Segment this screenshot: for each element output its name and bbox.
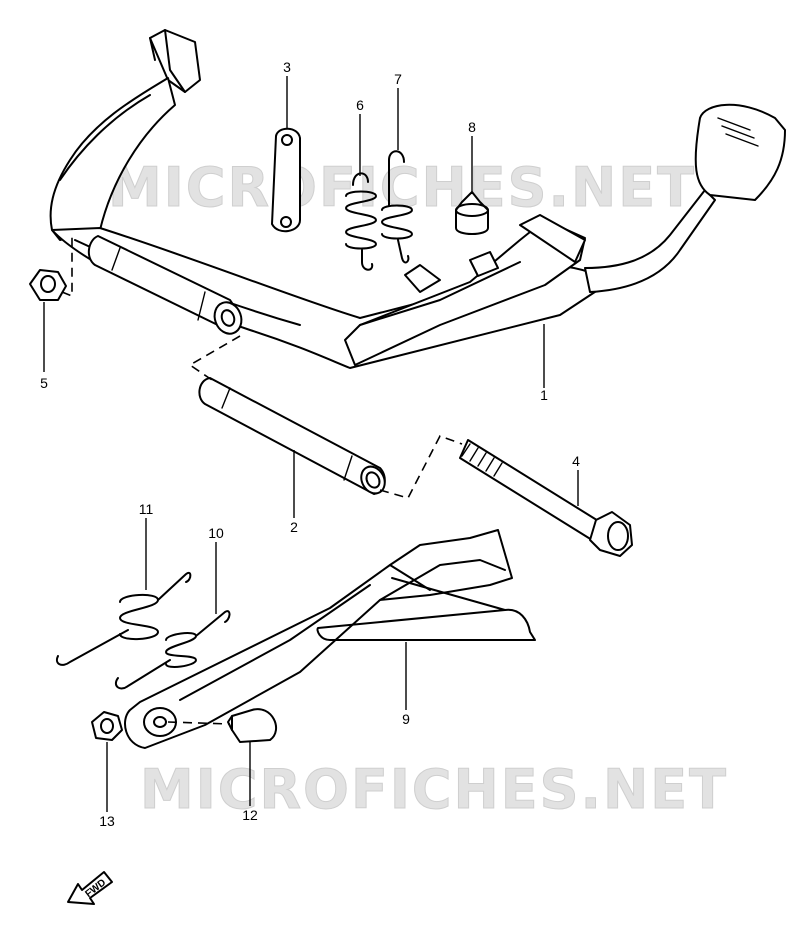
callout-10: 10 (208, 525, 224, 541)
callout-12: 12 (242, 807, 258, 823)
callout-9: 9 (402, 711, 410, 727)
callout-labels: 1 2 3 4 5 6 7 8 9 10 11 12 13 (40, 59, 580, 829)
callout-11: 11 (139, 501, 154, 517)
pivot-shaft-part-2[interactable] (198, 377, 389, 498)
bolt-part-4[interactable] (459, 439, 633, 557)
nut-part-5[interactable] (29, 269, 67, 301)
callout-1: 1 (540, 387, 548, 403)
spring-part-11[interactable] (56, 571, 192, 666)
stopper-part-8[interactable] (455, 191, 489, 235)
center-stand-part-1[interactable] (49, 29, 786, 369)
plate-part-3[interactable] (271, 127, 301, 233)
callout-6: 6 (356, 97, 364, 113)
nut-part-13[interactable] (91, 711, 123, 741)
watermark-top: MICROFICHES.NET (108, 156, 696, 219)
callout-2: 2 (290, 519, 298, 535)
fwd-indicator: FWD (67, 871, 113, 905)
callout-13: 13 (99, 813, 115, 829)
side-stand-part-9[interactable] (124, 529, 536, 749)
callout-8: 8 (468, 119, 476, 135)
callout-7: 7 (394, 71, 402, 87)
watermark-bottom: MICROFICHES.NET (140, 758, 728, 821)
callout-5: 5 (40, 375, 48, 391)
leader-lines (43, 76, 579, 812)
forward-arrow-icon (67, 871, 113, 905)
spring-part-10[interactable] (114, 610, 231, 690)
bolt-part-12[interactable] (227, 708, 277, 743)
assembly-guides (61, 236, 463, 725)
spring-part-7[interactable] (381, 150, 413, 264)
callout-3: 3 (283, 59, 291, 75)
callout-4: 4 (572, 453, 580, 469)
